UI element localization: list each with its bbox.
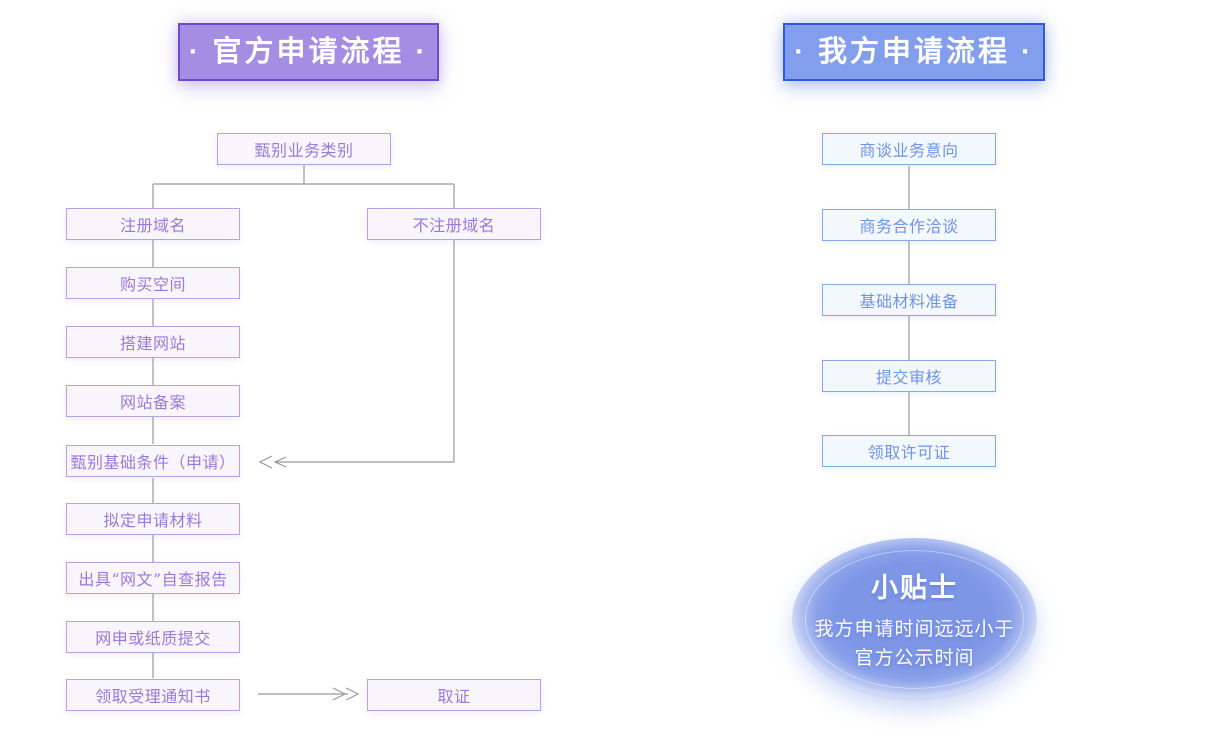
our-flow-header: · 我方申请流程 · (783, 23, 1045, 81)
tip-text-line1: 我方申请时间远远小于 (814, 619, 1015, 640)
official-flow-header: · 官方申请流程 · (178, 23, 439, 81)
step-buy-space: 购买空间 (66, 267, 240, 299)
left-arrowhead-icon (258, 455, 273, 469)
tip-title: 小贴士 (871, 573, 958, 603)
step-get-certificate: 取证 (367, 679, 541, 711)
step-submit-review: 提交审核 (822, 360, 996, 392)
step-submit: 网申或纸质提交 (66, 621, 240, 653)
step-site-filing: 网站备案 (66, 385, 240, 417)
left-arrowhead-icon (273, 456, 287, 468)
step-get-license: 领取许可证 (822, 435, 996, 467)
step-screen-category: 甄别业务类别 (217, 133, 391, 165)
step-self-report: 出具“网文”自查报告 (66, 562, 240, 594)
step-no-register-domain: 不注册域名 (367, 208, 541, 240)
right-arrowhead-icon (345, 687, 360, 701)
step-register-domain: 注册域名 (66, 208, 240, 240)
step-discuss-intent: 商谈业务意向 (822, 133, 996, 165)
step-draft-materials: 拟定申请材料 (66, 503, 240, 535)
step-material-prep: 基础材料准备 (822, 284, 996, 316)
step-build-site: 搭建网站 (66, 326, 240, 358)
right-arrowhead-icon (332, 687, 347, 701)
tip-text-line2: 官方公示时间 (854, 648, 975, 669)
step-acceptance-notice: 领取受理通知书 (66, 679, 240, 711)
step-business-negotiation: 商务合作洽谈 (822, 209, 996, 241)
step-screen-conditions: 甄别基础条件（申请） (66, 445, 240, 477)
tip-ellipse: 小贴士 我方申请时间远远小于 官方公示时间 (792, 538, 1037, 701)
no-domain-connector-line (276, 240, 455, 463)
